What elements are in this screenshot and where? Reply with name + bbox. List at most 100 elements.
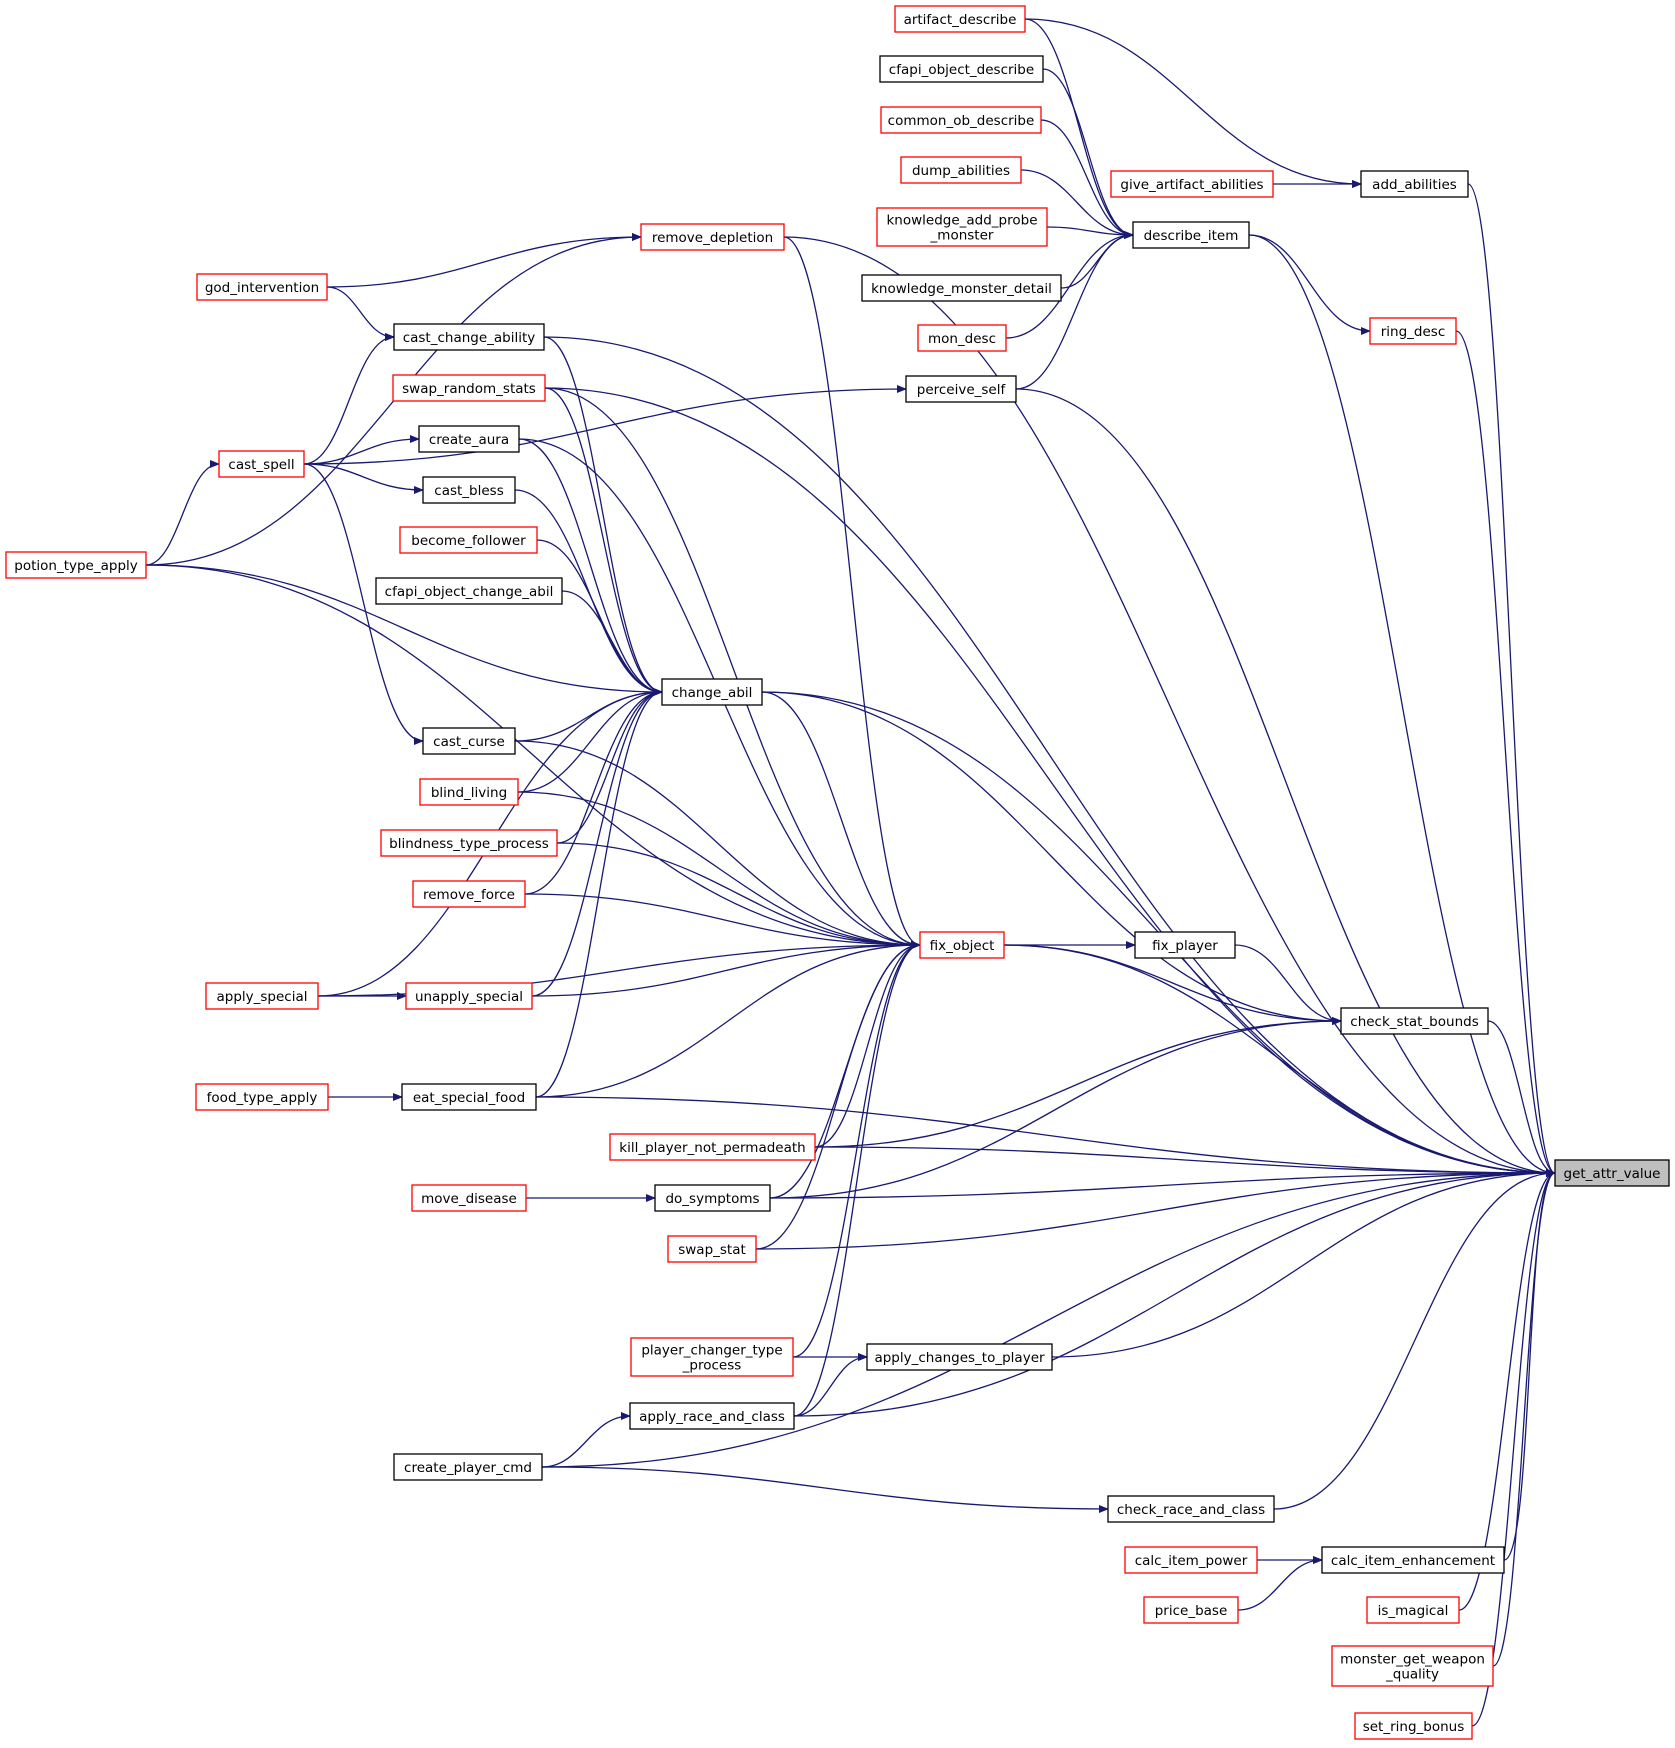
node-cfapi-object-change-abil[interactable]: cfapi_object_change_abil	[375, 577, 563, 605]
node-remove-depletion[interactable]: remove_depletion	[640, 223, 785, 251]
node-cast-spell[interactable]: cast_spell	[218, 450, 305, 478]
node-remove-force[interactable]: remove_force	[412, 880, 526, 908]
node-fix-object[interactable]: fix_object	[919, 931, 1005, 959]
node-food-type-apply[interactable]: food_type_apply	[195, 1083, 329, 1111]
edge-create-player-cmd-to-apply-race-and-class	[541, 1412, 631, 1468]
node-move-disease[interactable]: move_disease	[411, 1184, 527, 1212]
node-box	[380, 829, 558, 857]
node-create-aura[interactable]: create_aura	[418, 425, 520, 453]
node-set-ring-bonus[interactable]: set_ring_bonus	[1354, 1712, 1473, 1740]
edge-line	[1503, 1169, 1556, 1561]
node-create-player-cmd[interactable]: create_player_cmd	[393, 1453, 543, 1481]
edge-line	[1455, 330, 1556, 1177]
node-kill-player-not-permadeath[interactable]: kill_player_not_permadeath	[609, 1133, 816, 1161]
node-unapply-special[interactable]: unapply_special	[405, 982, 533, 1010]
node-box	[866, 1343, 1053, 1371]
node-blind-living[interactable]: blind_living	[419, 778, 519, 806]
edge-remove-force-to-change-abil	[524, 688, 663, 895]
node-perceive-self[interactable]: perceive_self	[905, 375, 1017, 403]
node-knowledge-monster-detail[interactable]: knowledge_monster_detail	[861, 274, 1062, 302]
node-mon-desc[interactable]: mon_desc	[917, 324, 1007, 352]
node-swap-random-stats[interactable]: swap_random_stats	[392, 374, 546, 402]
edge-line	[535, 688, 663, 1098]
node-box	[654, 1184, 771, 1212]
node-box	[876, 207, 1048, 247]
node-label: get_attr_value	[1564, 1166, 1661, 1182]
node-box	[879, 55, 1044, 83]
node-label: player_changer_type	[641, 1343, 782, 1359]
node-eat-special-food[interactable]: eat_special_food	[401, 1083, 537, 1111]
node-box	[917, 324, 1007, 352]
node-box	[905, 375, 1017, 403]
node-cast-change-ability[interactable]: cast_change_ability	[393, 323, 545, 351]
node-label: swap_random_stats	[402, 381, 536, 397]
node-cast-bless[interactable]: cast_bless	[422, 476, 516, 504]
node-change-abil[interactable]: change_abil	[661, 678, 763, 706]
edge-line	[1003, 944, 1556, 1177]
node-price-base[interactable]: price_base	[1143, 1596, 1239, 1624]
edge-blindness-type-process-to-change-abil	[556, 688, 663, 844]
edge-line	[556, 688, 663, 844]
edge-line	[303, 463, 424, 494]
node-become-follower[interactable]: become_follower	[399, 526, 538, 554]
node-do-symptoms[interactable]: do_symptoms	[654, 1184, 771, 1212]
node-check-race-and-class[interactable]: check_race_and_class	[1107, 1495, 1275, 1523]
edge-line	[544, 387, 1556, 1177]
edge-cast-spell-to-cast-curse	[303, 463, 424, 745]
node-dump-abilities[interactable]: dump_abilities	[900, 156, 1022, 184]
node-is-magical[interactable]: is_magical	[1366, 1596, 1460, 1624]
edge-line	[1237, 1556, 1323, 1611]
node-box	[195, 1083, 329, 1111]
edge-line	[793, 1169, 1556, 1417]
node-swap-stat[interactable]: swap_stat	[667, 1235, 757, 1263]
node-cast-curse[interactable]: cast_curse	[422, 727, 516, 755]
node-label: cast_curse	[433, 734, 505, 750]
node-player-changer-type-process[interactable]: player_changer_type_process	[630, 1337, 794, 1377]
edge-line	[814, 1146, 1556, 1177]
node-calc-item-enhancement[interactable]: calc_item_enhancement	[1321, 1546, 1505, 1574]
edge-line	[1003, 944, 1342, 1025]
node-add-abilities[interactable]: add_abilities	[1360, 170, 1469, 198]
node-box	[1554, 1159, 1670, 1187]
edge-create-aura-to-change-abil	[518, 438, 663, 696]
edge-cast-spell-to-cast-bless	[303, 463, 424, 494]
node-label: blindness_type_process	[389, 836, 549, 852]
node-label: knowledge_add_probe	[886, 213, 1037, 229]
node-label: swap_stat	[678, 1242, 746, 1258]
node-apply-special[interactable]: apply_special	[205, 982, 319, 1010]
node-apply-changes-to-player[interactable]: apply_changes_to_player	[866, 1343, 1053, 1371]
node-artifact-describe[interactable]: artifact_describe	[894, 5, 1026, 33]
node-apply-race-and-class[interactable]: apply_race_and_class	[629, 1402, 795, 1430]
node-god-intervention[interactable]: god_intervention	[196, 273, 328, 301]
node-box	[1366, 1596, 1460, 1624]
edge-potion-type-apply-to-change-abil	[145, 564, 663, 696]
node-box	[880, 106, 1042, 134]
edge-apply-changes-to-player-to-get-attr-value	[1051, 1169, 1556, 1358]
node-check-stat-bounds[interactable]: check_stat_bounds	[1340, 1007, 1489, 1035]
node-label: monster_get_weapon	[1340, 1652, 1485, 1668]
node-knowledge-add-probe-monster[interactable]: knowledge_add_probe_monster	[876, 207, 1048, 247]
node-box	[422, 727, 516, 755]
node-monster-get-weapon-quality[interactable]: monster_get_weapon_quality	[1331, 1645, 1494, 1687]
edge-line	[145, 564, 663, 696]
node-give-artifact-abilities[interactable]: give_artifact_abilities	[1110, 170, 1274, 198]
node-box	[1132, 221, 1250, 249]
node-label: fix_player	[1152, 938, 1218, 954]
node-describe-item[interactable]: describe_item	[1132, 221, 1250, 249]
node-box	[1331, 1645, 1494, 1687]
edge-fix-object-to-check-stat-bounds	[1003, 944, 1342, 1025]
node-calc-item-power[interactable]: calc_item_power	[1124, 1546, 1258, 1574]
node-cfapi-object-describe[interactable]: cfapi_object_describe	[879, 55, 1044, 83]
node-blindness-type-process[interactable]: blindness_type_process	[380, 829, 558, 857]
node-label: is_magical	[1378, 1603, 1449, 1619]
edge-remove-depletion-to-fix-object	[783, 236, 921, 949]
node-label: calc_item_enhancement	[1331, 1553, 1495, 1569]
edge-line	[1051, 1169, 1556, 1358]
edge-add-abilities-to-get-attr-value	[1467, 183, 1556, 1177]
node-potion-type-apply[interactable]: potion_type_apply	[5, 551, 147, 579]
node-ring-desc[interactable]: ring_desc	[1369, 317, 1457, 345]
edge-is-magical-to-get-attr-value	[1458, 1169, 1556, 1611]
node-box	[375, 577, 563, 605]
node-common-ob-describe[interactable]: common_ob_describe	[880, 106, 1042, 134]
node-fix-player[interactable]: fix_player	[1134, 931, 1236, 959]
